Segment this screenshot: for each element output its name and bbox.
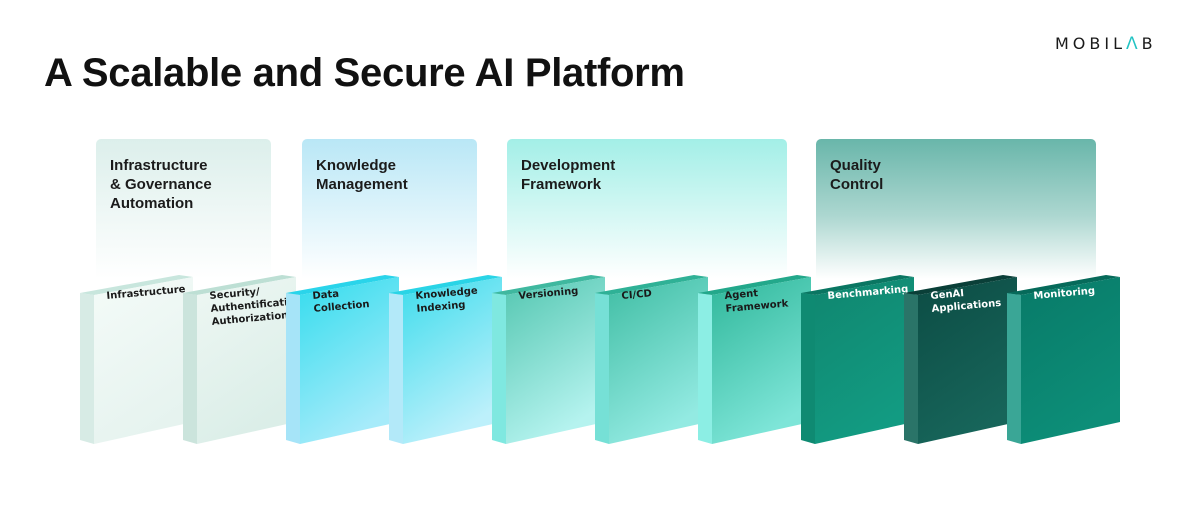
block-ci-cd: CI/CD bbox=[595, 275, 708, 445]
block-side-face bbox=[286, 293, 300, 444]
block-front-face bbox=[506, 277, 605, 444]
logo-text-start: MOBIL bbox=[1055, 34, 1127, 53]
block-top-face bbox=[801, 275, 914, 295]
block-top-face bbox=[80, 275, 193, 295]
block-top-face bbox=[492, 275, 605, 295]
block-top-face bbox=[698, 275, 811, 295]
block-top-face bbox=[595, 275, 708, 295]
block-agent-framework: Agent Framework bbox=[698, 275, 811, 445]
block-label: Agent Framework bbox=[724, 288, 789, 315]
block-shape bbox=[286, 275, 399, 444]
block-side-face bbox=[389, 293, 403, 444]
category-infrastructure-governance: Infrastructure & Governance Automation bbox=[96, 139, 271, 279]
block-top-face bbox=[904, 275, 1017, 295]
block-versioning: Versioning bbox=[492, 275, 605, 445]
block-label: CI/CD bbox=[621, 288, 653, 302]
block-front-face bbox=[918, 277, 1017, 444]
block-top-face bbox=[183, 275, 296, 295]
category-quality-control: Quality Control bbox=[816, 139, 1096, 279]
block-security: Security/ Authentification Authorization bbox=[183, 275, 302, 445]
block-side-face bbox=[595, 293, 609, 444]
block-side-face bbox=[80, 293, 94, 444]
block-monitoring: Monitoring bbox=[1007, 275, 1120, 445]
block-side-face bbox=[492, 293, 506, 444]
category-development-framework: Development Framework bbox=[507, 139, 787, 279]
block-genai-applications: GenAI Applications bbox=[904, 275, 1017, 445]
block-top-face bbox=[1007, 275, 1120, 295]
block-label: Data Collection bbox=[312, 288, 370, 315]
block-front-face bbox=[300, 277, 399, 444]
block-shape bbox=[389, 275, 502, 444]
category-knowledge-management: Knowledge Management bbox=[302, 139, 477, 279]
block-top-face bbox=[389, 275, 502, 295]
block-front-face bbox=[712, 277, 811, 444]
block-top-face bbox=[286, 275, 399, 295]
block-shape bbox=[698, 275, 811, 444]
block-shape bbox=[904, 275, 1017, 444]
block-front-face bbox=[403, 277, 502, 444]
block-shape bbox=[1007, 275, 1120, 444]
block-side-face bbox=[183, 293, 197, 444]
block-shape bbox=[595, 275, 708, 444]
block-data-collection: Data Collection bbox=[286, 275, 399, 445]
block-shape bbox=[80, 275, 193, 444]
category-label: Development Framework bbox=[521, 157, 616, 193]
block-front-face bbox=[197, 277, 296, 444]
block-infrastructure: Infrastructure bbox=[80, 275, 193, 445]
block-side-face bbox=[698, 293, 712, 444]
block-side-face bbox=[904, 293, 918, 444]
block-label: Knowledge Indexing bbox=[415, 285, 479, 315]
block-benchmarking: Benchmarking bbox=[801, 275, 914, 445]
category-label: Quality Control bbox=[830, 157, 884, 193]
block-shape bbox=[492, 275, 605, 444]
block-front-face bbox=[94, 277, 193, 444]
block-shape bbox=[801, 275, 914, 444]
category-label: Knowledge Management bbox=[316, 157, 408, 193]
block-front-face bbox=[815, 277, 914, 444]
block-shape bbox=[183, 275, 296, 444]
block-side-face bbox=[1007, 293, 1021, 444]
page-title: A Scalable and Secure AI Platform bbox=[44, 51, 685, 95]
block-front-face bbox=[1021, 277, 1120, 444]
logo-text-end: B bbox=[1141, 34, 1157, 53]
block-front-face bbox=[609, 277, 708, 444]
mobilab-logo: MOBILΛB bbox=[1055, 34, 1157, 54]
block-knowledge-indexing: Knowledge Indexing bbox=[389, 275, 502, 445]
block-side-face bbox=[801, 293, 815, 444]
logo-accent-a: Λ bbox=[1126, 34, 1142, 54]
category-label: Infrastructure & Governance Automation bbox=[110, 157, 212, 212]
